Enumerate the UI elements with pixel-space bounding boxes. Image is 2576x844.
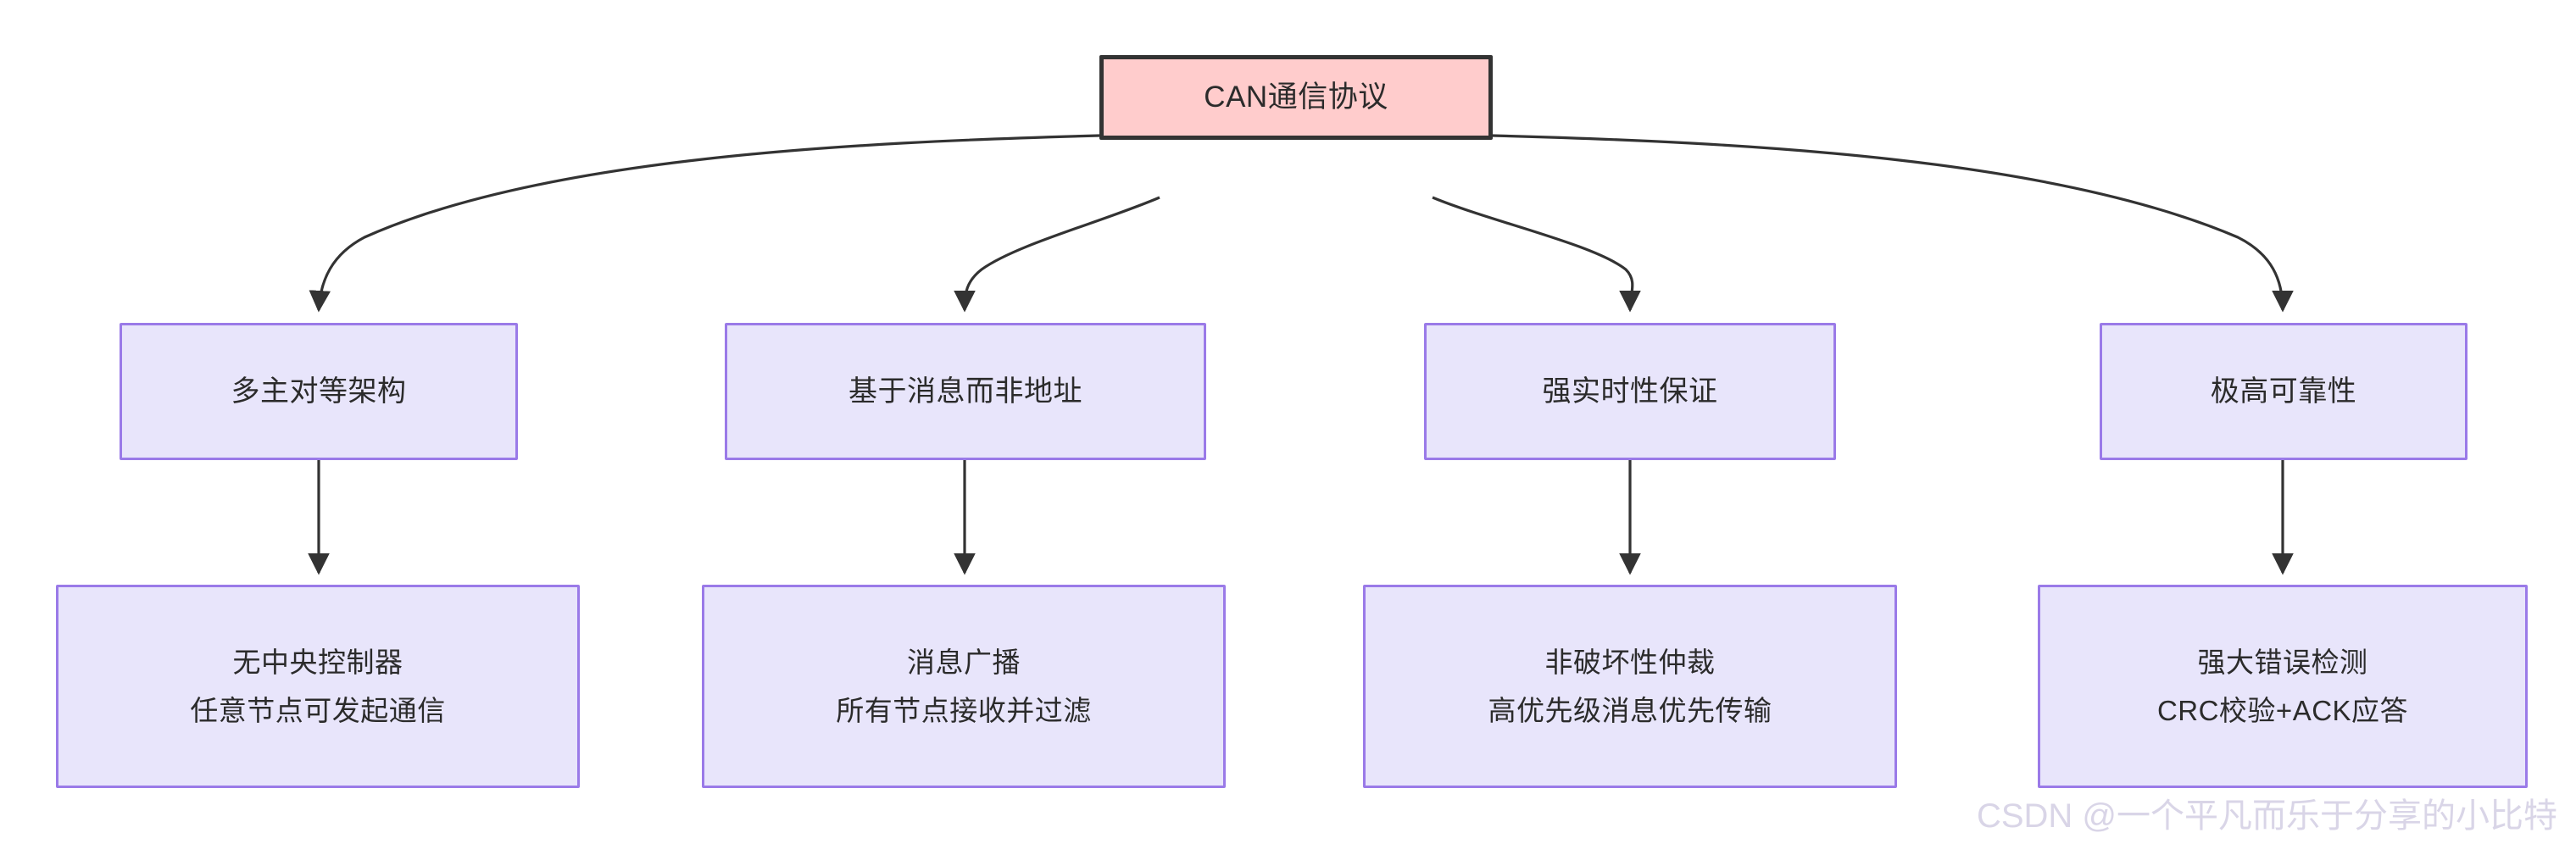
node-leaf-3-line2: 高优先级消息优先传输 xyxy=(1488,695,1772,726)
node-root[interactable]: CAN通信协议 xyxy=(1099,55,1493,140)
edge-root-to-branch-4 xyxy=(1491,134,2294,313)
edge-root-to-branch-1 xyxy=(309,134,1100,313)
node-leaf-1-line1: 无中央控制器 xyxy=(232,646,403,678)
node-branch-3-label: 强实时性保证 xyxy=(1542,375,1718,408)
csdn-watermark: CSDN @一个平凡而乐于分享的小比特 xyxy=(1976,797,2557,835)
node-branch-3[interactable]: 强实时性保证 xyxy=(1424,323,1836,460)
node-leaf-3-line1: 非破坏性仲裁 xyxy=(1544,646,1716,678)
node-leaf-4[interactable]: 强大错误检测 CRC校验+ACK应答 xyxy=(2038,585,2528,788)
node-leaf-1[interactable]: 无中央控制器 任意节点可发起通信 xyxy=(56,585,580,788)
node-branch-2[interactable]: 基于消息而非地址 xyxy=(725,323,1206,460)
node-leaf-2[interactable]: 消息广播 所有节点接收并过滤 xyxy=(702,585,1226,788)
node-branch-2-label: 基于消息而非地址 xyxy=(848,375,1082,408)
node-leaf-4-line1: 强大错误检测 xyxy=(2197,646,2368,678)
node-leaf-2-line1: 消息广播 xyxy=(907,646,1021,678)
node-branch-4-label: 极高可靠性 xyxy=(2210,375,2357,408)
edge-root-to-branch-2 xyxy=(954,196,1160,313)
node-root-label: CAN通信协议 xyxy=(1204,81,1388,114)
node-leaf-1-line2: 任意节点可发起通信 xyxy=(190,695,446,726)
node-leaf-2-line2: 所有节点接收并过滤 xyxy=(836,695,1092,726)
node-leaf-4-line2: CRC校验+ACK应答 xyxy=(2156,695,2409,726)
node-branch-1-label: 多主对等架构 xyxy=(231,375,407,408)
node-branch-1[interactable]: 多主对等架构 xyxy=(120,323,518,460)
node-branch-4[interactable]: 极高可靠性 xyxy=(2100,323,2468,460)
edge-root-to-branch-3 xyxy=(1432,196,1641,313)
node-leaf-3[interactable]: 非破坏性仲裁 高优先级消息优先传输 xyxy=(1363,585,1897,788)
